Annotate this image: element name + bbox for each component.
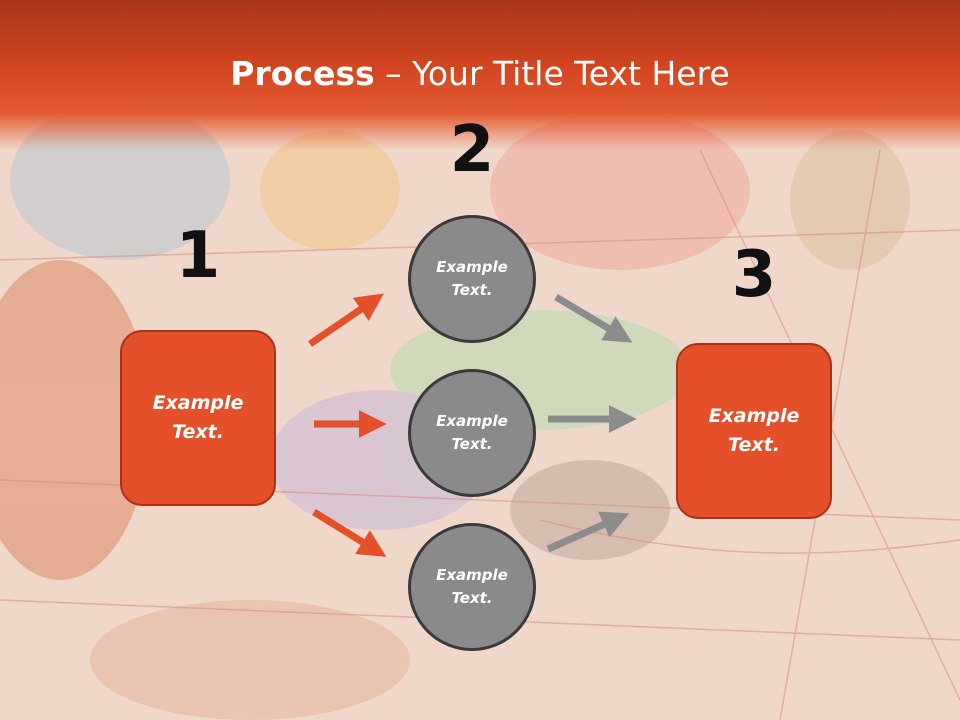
step-circle-top: Example Text. <box>408 215 536 343</box>
step-circle-middle-label: Example Text. <box>436 412 508 453</box>
step-circle-middle: Example Text. <box>408 369 536 497</box>
step-circle-top-label: Example Text. <box>436 258 508 299</box>
step-box-1-label: Example Text. <box>152 392 244 443</box>
step-circle-bottom: Example Text. <box>408 523 536 651</box>
step-number-2: 2 <box>449 113 495 187</box>
step-number-3: 3 <box>731 238 777 312</box>
arrow-1-to-bottom <box>312 509 387 557</box>
title-bold: Process <box>230 54 375 93</box>
step-box-3: Example Text. <box>676 343 832 519</box>
arrow-bottom-to-3 <box>546 511 630 553</box>
title-rest: – Your Title Text Here <box>374 54 730 93</box>
title-bar <box>0 0 960 150</box>
step-box-3-label: Example Text. <box>708 405 800 456</box>
arrow-1-to-top <box>308 293 384 347</box>
step-box-1: Example Text. <box>120 330 276 506</box>
step-number-1: 1 <box>175 219 221 293</box>
arrow-top-to-3 <box>554 293 633 343</box>
page-title: Process – Your Title Text Here <box>0 52 960 96</box>
step-circle-bottom-label: Example Text. <box>436 566 508 607</box>
